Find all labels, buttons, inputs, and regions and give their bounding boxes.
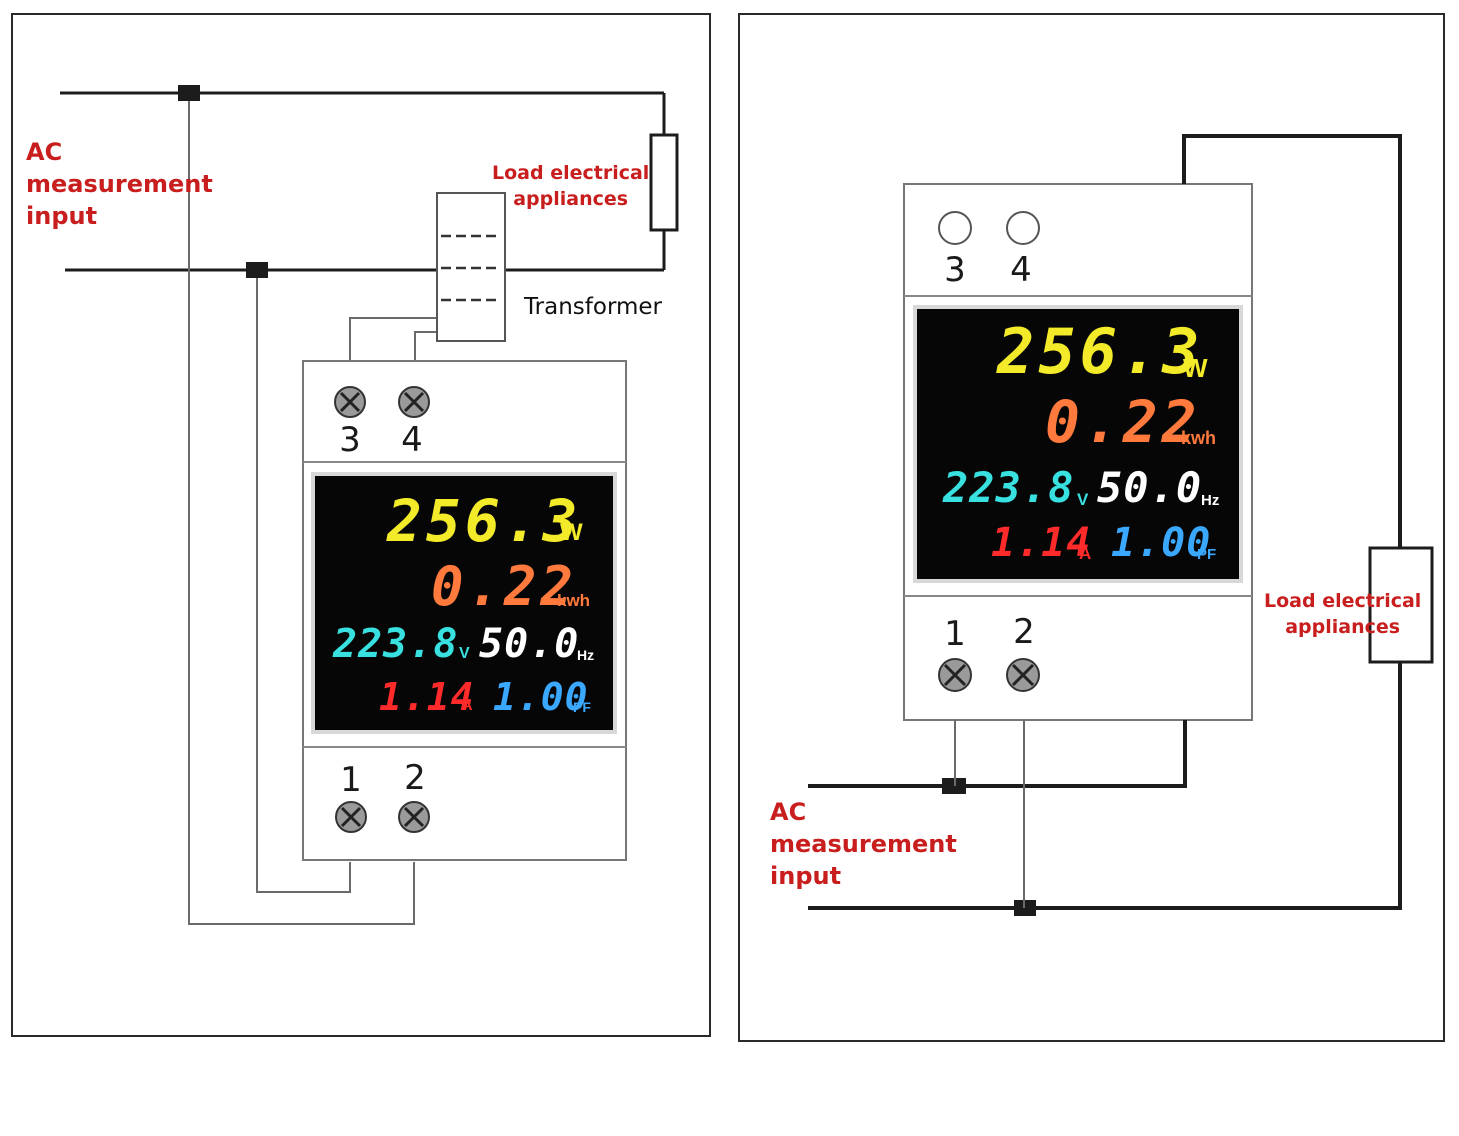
right-load-resistor [1368, 546, 1434, 664]
left-terminal-number-4: 4 [401, 420, 423, 460]
left-screw-terminal-3 [334, 386, 366, 418]
right-meter-display: 256.3 W 0.22 kwh 223.8 V 50.0 Hz 1.14 A … [913, 305, 1243, 583]
left-energy-unit: kwh [557, 591, 591, 610]
left-frequency-unit: Hz [577, 647, 595, 663]
left-load-resistor [649, 133, 679, 232]
left-current-unit: A [461, 697, 473, 714]
right-load-label: Load electrical appliances [1264, 590, 1422, 638]
right-power-factor-unit: PF [1197, 546, 1217, 563]
left-voltage-unit: V [459, 645, 470, 662]
left-power-reading: 256.3 [387, 487, 582, 555]
right-wire-load-bottom [808, 662, 1402, 910]
left-wire-tap-bottom [256, 278, 351, 893]
left-screw-terminal-2 [398, 801, 430, 833]
right-energy-reading: 0.22 [1045, 388, 1201, 456]
left-energy-reading: 0.22 [431, 555, 578, 618]
right-voltage-reading: 223.8 [943, 463, 1075, 512]
right-current-unit: A [1079, 544, 1092, 563]
left-transformer-lead-1 [349, 317, 437, 362]
right-power-unit: W [1183, 353, 1208, 383]
right-power-reading: 256.3 [997, 315, 1204, 388]
right-wire-load-top [1182, 134, 1402, 548]
left-screw-terminal-1 [335, 801, 367, 833]
right-ac-input-label: AC measurement input [770, 798, 957, 890]
right-frequency-unit: Hz [1201, 492, 1220, 509]
right-open-terminal-4 [1006, 211, 1040, 245]
right-screw-terminal-1 [938, 658, 972, 692]
right-screw-terminal-2 [1006, 658, 1040, 692]
left-terminal-number-3: 3 [339, 420, 361, 460]
left-terminal-number-1: 1 [340, 760, 362, 800]
left-power-unit: W [560, 519, 583, 546]
left-transformer-label: Transformer [524, 294, 663, 320]
right-power-factor-reading: 1.00 [1111, 520, 1212, 566]
right-terminal-number-3: 3 [944, 250, 966, 290]
right-terminal-number-2: 2 [1013, 612, 1035, 652]
right-open-terminal-3 [938, 211, 972, 245]
left-junction-bottom [246, 262, 268, 278]
left-voltage-reading: 223.8 [333, 621, 459, 667]
left-meter-display: 256.3 W 0.22 kwh 223.8 V 50.0 Hz 1.14 A … [311, 472, 617, 734]
left-terminal-number-2: 2 [404, 758, 426, 798]
right-current-reading: 1.14 [991, 520, 1092, 566]
left-frequency-reading: 50.0 [479, 621, 580, 667]
right-voltage-unit: V [1077, 490, 1089, 509]
right-terminal-number-4: 4 [1010, 250, 1032, 290]
left-current-reading: 1.14 [379, 675, 475, 719]
left-ac-input-label: AC measurement input [26, 138, 213, 230]
right-energy-unit: kwh [1181, 428, 1217, 448]
left-load-label: Load electrical appliances [492, 162, 650, 210]
left-screw-terminal-4 [398, 386, 430, 418]
left-wire-tap-top [188, 101, 415, 925]
left-power-factor-reading: 1.00 [493, 675, 589, 719]
left-transformer-lead-2 [414, 331, 437, 362]
right-terminal-number-1: 1 [944, 614, 966, 654]
right-frequency-reading: 50.0 [1097, 463, 1203, 512]
right-line-top [808, 720, 1187, 788]
left-power-factor-unit: PF [573, 699, 591, 715]
left-junction-top [178, 85, 200, 101]
